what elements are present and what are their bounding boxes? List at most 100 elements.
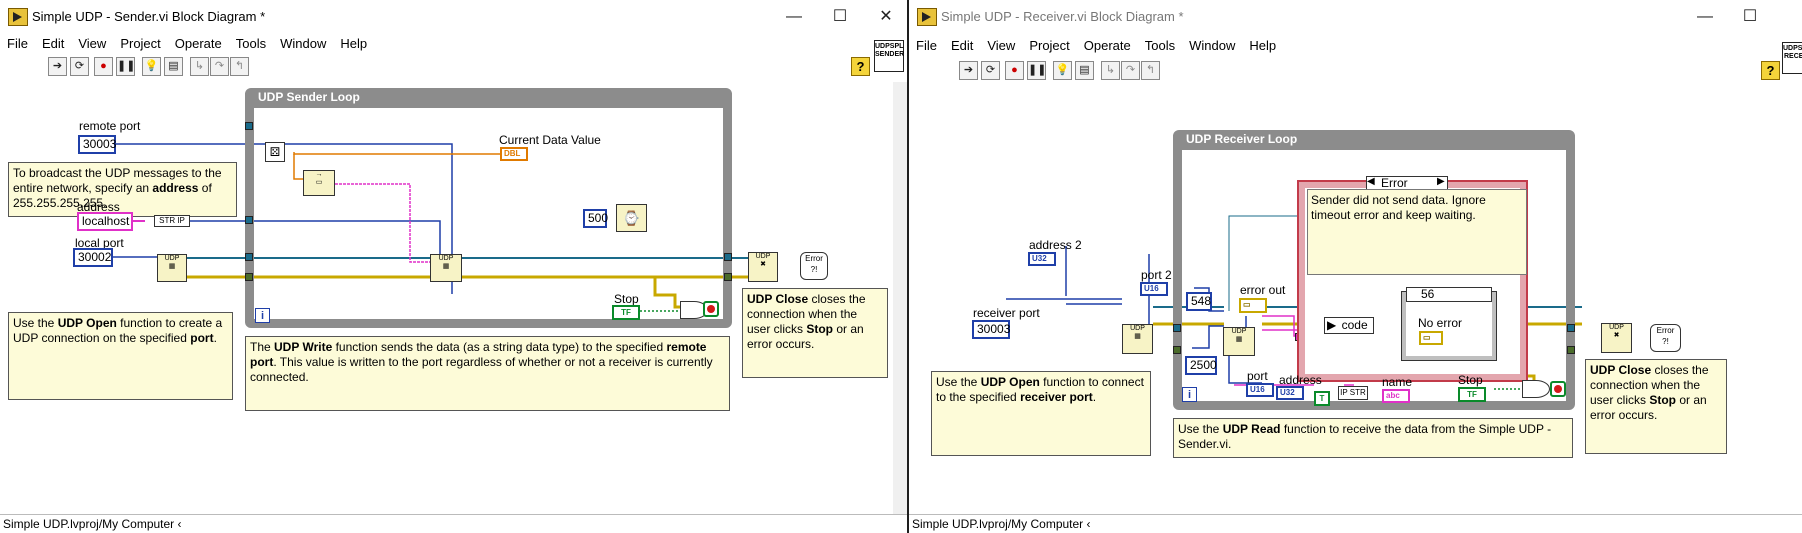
minimize-icon[interactable]: — [786, 8, 802, 25]
error-out-indicator[interactable]: ▭ [1239, 298, 1267, 313]
run-icon[interactable]: ➔ [959, 61, 978, 80]
iteration-terminal: i [1182, 387, 1197, 402]
menu-operate[interactable]: Operate [174, 36, 222, 51]
code-case-structure[interactable] [1401, 291, 1497, 361]
error-handler-icon[interactable]: Error?! [800, 252, 828, 280]
ip-to-string-node[interactable]: IP STR [1338, 386, 1368, 400]
retain-wire-values-icon[interactable]: ▤ [1075, 61, 1094, 80]
receiver-port-constant[interactable]: 30003 [972, 320, 1010, 339]
menu-project[interactable]: Project [1029, 38, 1070, 53]
unbundle-code-node[interactable]: ▶code [1324, 317, 1374, 334]
random-number-dice-icon[interactable]: ⚄ [265, 142, 285, 162]
step-over-icon[interactable]: ↷ [210, 57, 229, 76]
udp-close-node[interactable]: UDP✖ [748, 252, 778, 282]
pause-icon[interactable]: ❚❚ [1027, 61, 1046, 80]
context-help-icon[interactable]: ? [1761, 61, 1780, 80]
udp-open-node[interactable]: UDP▦ [1122, 324, 1153, 354]
case-prev-icon[interactable]: ◀ [1367, 176, 1375, 187]
run-continuously-icon[interactable]: ⟳ [70, 57, 89, 76]
address-indicator[interactable]: U32 [1276, 386, 1304, 400]
port-2-indicator[interactable]: U16 [1140, 282, 1168, 296]
abort-icon[interactable]: ● [1005, 61, 1024, 80]
sender-wires [113, 143, 748, 312]
case-next-icon[interactable]: ▶ [1437, 176, 1445, 187]
menu-window[interactable]: Window [1189, 38, 1236, 53]
step-into-icon[interactable]: ↳ [1101, 61, 1120, 80]
menu-window[interactable]: Window [280, 36, 327, 51]
maximize-icon[interactable]: ☐ [832, 8, 848, 25]
receiver-while-loop[interactable]: UDP Receiver Loop [1173, 130, 1575, 410]
maximize-icon[interactable]: ☐ [1742, 8, 1758, 25]
run-continuously-icon[interactable]: ⟳ [981, 61, 1000, 80]
udp-write-note: The UDP Write function sends the data (a… [245, 336, 730, 411]
current-data-indicator[interactable]: DBL [500, 147, 528, 161]
receiver-diagram-canvas[interactable]: address 2 U32 port 2 U16 receiver port 3… [909, 86, 1802, 515]
abort-icon[interactable]: ● [94, 57, 113, 76]
address-2-indicator[interactable]: U32 [1028, 252, 1056, 266]
port-label: port [1247, 369, 1268, 383]
local-port-constant[interactable]: 30002 [73, 248, 113, 267]
string-to-ip-node[interactable]: STR IP [154, 215, 190, 227]
sender-diagram-canvas[interactable]: remote port 30003 To broadcast the UDP m… [0, 82, 907, 515]
menu-view[interactable]: View [987, 38, 1016, 53]
highlight-execution-icon[interactable]: 💡 [1053, 61, 1072, 80]
menu-tools[interactable]: Tools [1144, 38, 1176, 53]
stop-control[interactable]: TF [1458, 387, 1486, 402]
timeout-constant[interactable]: 2500 [1185, 356, 1217, 375]
sender-vertical-scrollbar[interactable] [893, 82, 907, 515]
pause-icon[interactable]: ❚❚ [116, 57, 135, 76]
udp-write-node[interactable]: UDP▦ [430, 254, 462, 282]
no-error-constant[interactable]: ▭ [1419, 331, 1443, 345]
step-into-icon[interactable]: ↳ [190, 57, 209, 76]
scroll-left-icon[interactable]: ‹ [1086, 517, 1091, 531]
highlight-execution-icon[interactable]: 💡 [142, 57, 161, 76]
menu-edit[interactable]: Edit [41, 36, 65, 51]
menu-project[interactable]: Project [120, 36, 161, 51]
udp-read-node[interactable]: UDP▦ [1223, 327, 1255, 356]
menu-edit[interactable]: Edit [950, 38, 974, 53]
step-out-icon[interactable]: ↰ [230, 57, 249, 76]
menu-file[interactable]: File [7, 36, 28, 51]
true-constant[interactable]: T [1314, 391, 1330, 406]
inner-case-selector[interactable]: 56 [1406, 287, 1492, 302]
menu-tools[interactable]: Tools [235, 36, 267, 51]
udp-close-node[interactable]: UDP✖ [1601, 323, 1632, 353]
wait-timer-icon[interactable]: ⌚ [616, 204, 647, 232]
menu-operate[interactable]: Operate [1083, 38, 1131, 53]
labview-app-icon [8, 8, 28, 26]
wait-ms-constant[interactable]: 500 [583, 209, 608, 228]
menu-help[interactable]: Help [1249, 38, 1277, 53]
case-selector[interactable]: Error [1366, 176, 1448, 191]
scroll-left-icon[interactable]: ‹ [177, 517, 182, 531]
loop-tunnel [724, 253, 732, 261]
loop-condition-stop-icon[interactable] [703, 301, 719, 317]
receiver-title-bar[interactable]: Simple UDP - Receiver.vi Block Diagram *… [909, 0, 1802, 34]
run-icon[interactable]: ➔ [48, 57, 67, 76]
number-to-string-node[interactable]: →▭ [303, 170, 335, 196]
port-indicator[interactable]: U16 [1246, 383, 1274, 397]
step-out-icon[interactable]: ↰ [1141, 61, 1160, 80]
sender-title-bar[interactable]: Simple UDP - Sender.vi Block Diagram * —… [0, 0, 907, 34]
menu-view[interactable]: View [78, 36, 107, 51]
sender-while-loop[interactable]: UDP Sender Loop [245, 88, 732, 328]
remote-port-constant[interactable]: 30003 [78, 135, 116, 154]
address-constant[interactable]: localhost [77, 212, 133, 231]
context-help-icon[interactable]: ? [851, 57, 870, 76]
minimize-icon[interactable]: — [1697, 8, 1713, 25]
retain-wire-values-icon[interactable]: ▤ [164, 57, 183, 76]
close-icon[interactable]: ✕ [879, 8, 893, 25]
name-indicator[interactable]: abc [1382, 389, 1410, 403]
menu-file[interactable]: File [916, 38, 937, 53]
menu-help[interactable]: Help [340, 36, 368, 51]
stop-control[interactable]: TF [612, 305, 640, 320]
loop-condition-stop-icon[interactable] [1550, 381, 1566, 397]
sender-block-diagram-window: Simple UDP - Sender.vi Block Diagram * —… [0, 0, 907, 533]
error-handler-icon[interactable]: Error?! [1650, 324, 1681, 352]
loop-tunnel [245, 216, 253, 224]
sender-status-bar: Simple UDP.lvproj/My Computer ‹ [0, 514, 907, 533]
max-bytes-constant[interactable]: 548 [1186, 292, 1212, 311]
udp-open-node[interactable]: UDP▦ [157, 254, 187, 282]
loop-tunnel [1173, 346, 1181, 354]
step-over-icon[interactable]: ↷ [1121, 61, 1140, 80]
receiver-window-title: Simple UDP - Receiver.vi Block Diagram * [941, 9, 1184, 24]
